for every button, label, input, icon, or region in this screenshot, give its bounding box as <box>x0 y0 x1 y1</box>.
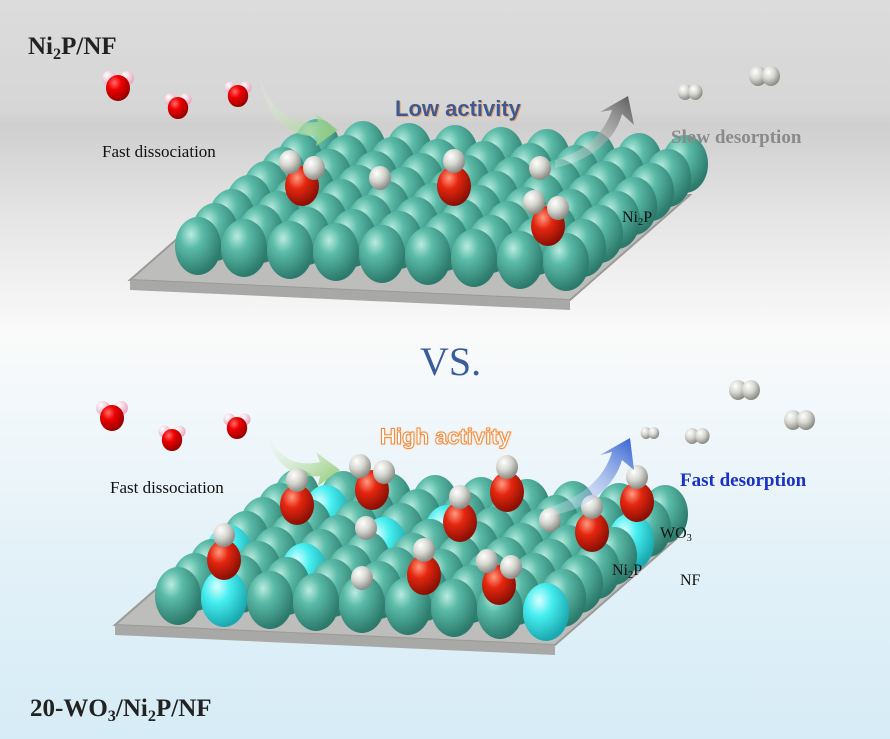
wo3-atom <box>523 583 569 641</box>
hydrogen-atom <box>373 460 395 484</box>
hydrogen-atom <box>349 454 371 478</box>
title-text: P/NF <box>61 33 117 60</box>
title-subscript: 3 <box>107 706 116 725</box>
hydrogen-atom <box>476 549 498 573</box>
gray-arrow-icon <box>555 96 634 168</box>
slow-desorption-label: Slow desorption <box>671 127 802 148</box>
h2-molecule-atom <box>640 427 652 439</box>
h2-molecule-atom <box>648 427 660 439</box>
adsorbed-hydrogen-atom <box>529 156 551 180</box>
oxygen-atom <box>620 482 654 522</box>
label-subscript: 2 <box>628 570 634 582</box>
top-panel-title: Ni2P/NF <box>28 33 117 64</box>
oxygen-atom <box>100 405 124 431</box>
ni2p-atom <box>405 227 451 285</box>
hydrogen-atom <box>443 149 465 173</box>
bottom-ni2p-label: Ni2P <box>612 562 642 581</box>
green-arrow-icon <box>262 418 340 486</box>
hydrogen-atom <box>626 465 648 489</box>
hydrogen-atom <box>213 523 235 547</box>
oxygen-atom <box>167 96 189 120</box>
hydrogen-atom <box>303 156 325 180</box>
hydrogen-atom <box>286 468 308 492</box>
hydrogen-atom <box>496 455 518 479</box>
oxygen-atom <box>161 428 183 452</box>
h2-molecule-atom <box>729 380 747 400</box>
wo3-label: WO3 <box>660 525 692 544</box>
label-text: Ni <box>622 209 638 226</box>
blue-arrow-icon <box>548 438 634 516</box>
vs-label: VS. <box>420 339 482 384</box>
hydrogen-atom <box>449 485 471 509</box>
h2-molecule-atom <box>677 84 693 100</box>
h2-molecule-atom <box>695 428 710 444</box>
title-text: /Ni <box>115 695 148 722</box>
green-arrow-icon <box>258 72 338 146</box>
ni2p-atom <box>497 231 543 289</box>
bottom-dissociation-label: Fast dissociation <box>110 478 224 497</box>
nickel-foam-top-edge <box>130 280 570 310</box>
hydrogen-atom <box>413 538 435 562</box>
oxygen-atom <box>207 540 241 580</box>
nickel-foam-bottom-edge <box>115 625 555 655</box>
fast-desorption-label: Fast desorption <box>680 470 807 491</box>
label-text: P <box>633 562 643 579</box>
top-ni2p-label: Ni2P <box>622 209 652 228</box>
h2-molecule-atom <box>749 66 767 86</box>
top-dissociation-label: Fast dissociation <box>102 142 216 161</box>
oxygen-atom <box>443 502 477 542</box>
ni2p-atom <box>293 573 339 631</box>
adsorbed-hydrogen-atom <box>369 166 391 190</box>
oxygen-atom <box>280 485 314 525</box>
oxygen-atom <box>437 166 471 206</box>
h2-molecule-atom <box>742 380 760 400</box>
oxygen-atom <box>227 84 249 108</box>
label-subscript: 2 <box>638 217 644 229</box>
ni2p-atom <box>451 229 497 287</box>
h2-molecule-atom <box>684 428 700 444</box>
h2-molecule-atom <box>784 410 802 430</box>
oxygen-atom <box>490 472 524 512</box>
hydrogen-atom <box>523 190 545 214</box>
adsorbed-hydrogen-atom <box>355 516 377 540</box>
label-subscript: 3 <box>686 533 692 545</box>
ni2p-atom <box>155 567 201 625</box>
bottom-panel-title: 20-WO3/Ni2P/NF <box>30 695 212 726</box>
ni2p-atom <box>339 575 385 633</box>
hydrogen-atom <box>500 555 522 579</box>
title-text: 20-WO <box>30 695 108 722</box>
adsorbed-hydrogen-atom <box>351 566 373 590</box>
low-activity-label: Low activity <box>395 96 521 121</box>
label-text: WO <box>660 525 687 542</box>
ni2p-atom <box>431 579 477 637</box>
ni2p-atom <box>267 221 313 279</box>
title-text: P/NF <box>155 695 212 722</box>
title-subscript: 2 <box>147 706 156 725</box>
title-subscript: 2 <box>53 44 62 63</box>
ni2p-atom <box>175 217 221 275</box>
ni2p-atom <box>247 571 293 629</box>
ni2p-atom <box>359 225 405 283</box>
oxygen-atom <box>226 416 248 440</box>
ni2p-atom <box>313 223 359 281</box>
label-text: Ni <box>612 562 628 579</box>
oxygen-atom <box>575 512 609 552</box>
ni2p-atom <box>543 233 589 291</box>
oxygen-atom <box>407 555 441 595</box>
nf-label: NF <box>680 572 701 589</box>
hydrogen-atom <box>547 196 569 220</box>
h2-molecule-atom <box>762 66 780 86</box>
ni2p-atom <box>221 219 267 277</box>
hydrogen-atom <box>279 150 301 174</box>
wo3-atom <box>201 569 247 627</box>
h2-molecule-atom <box>688 84 703 100</box>
oxygen-atom <box>106 75 130 101</box>
high-activity-label: High activity <box>380 424 512 450</box>
h2-molecule-atom <box>797 410 815 430</box>
title-text: Ni <box>28 33 53 60</box>
label-text: P <box>643 209 653 226</box>
